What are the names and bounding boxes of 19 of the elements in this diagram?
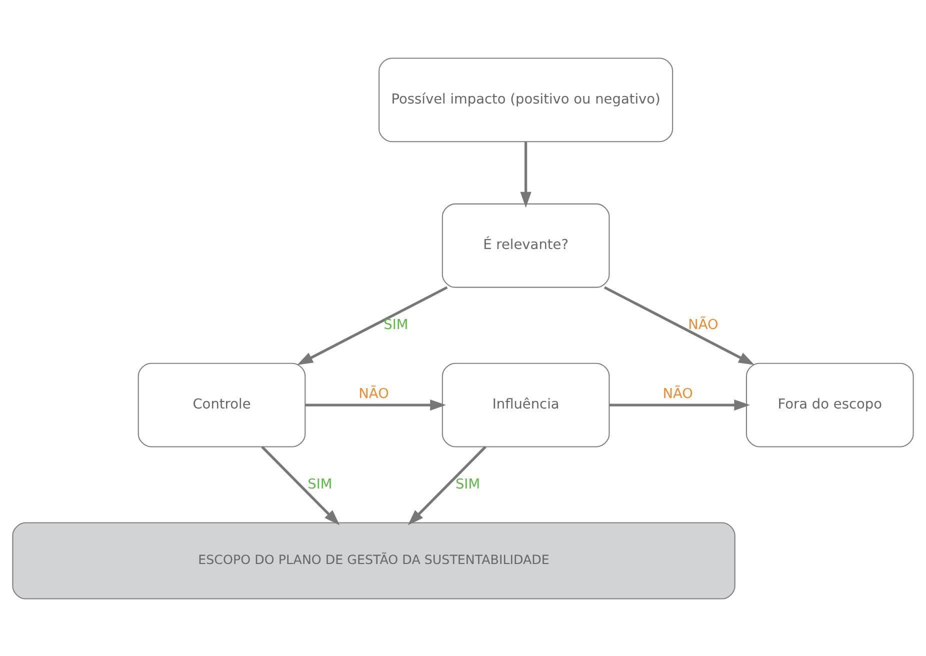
arrow — [408, 445, 486, 525]
edge-label: SIM — [455, 476, 480, 492]
edge-label: SIM — [384, 316, 408, 332]
arrow — [305, 398, 446, 410]
node-box: Possível impacto (positivo ou negativo) — [378, 57, 674, 142]
arrow — [261, 445, 340, 525]
node-box: Fora do escopo — [746, 362, 914, 447]
node-box: Controle — [138, 362, 306, 447]
node-box: É relevante? — [442, 202, 610, 288]
edge-label: SIM — [308, 476, 332, 492]
node-box: Influência — [442, 362, 610, 447]
arrow — [609, 398, 750, 410]
edge-label: NÃO — [688, 316, 718, 332]
arrow — [604, 286, 755, 364]
edge-label: NÃO — [358, 386, 389, 402]
arrow — [520, 141, 532, 208]
edge-label: NÃO — [662, 386, 693, 402]
arrow — [297, 286, 448, 364]
node-box: ESCOPO DO PLANO DE GESTÃO DA SUSTENTABILIDADE — [12, 522, 736, 599]
